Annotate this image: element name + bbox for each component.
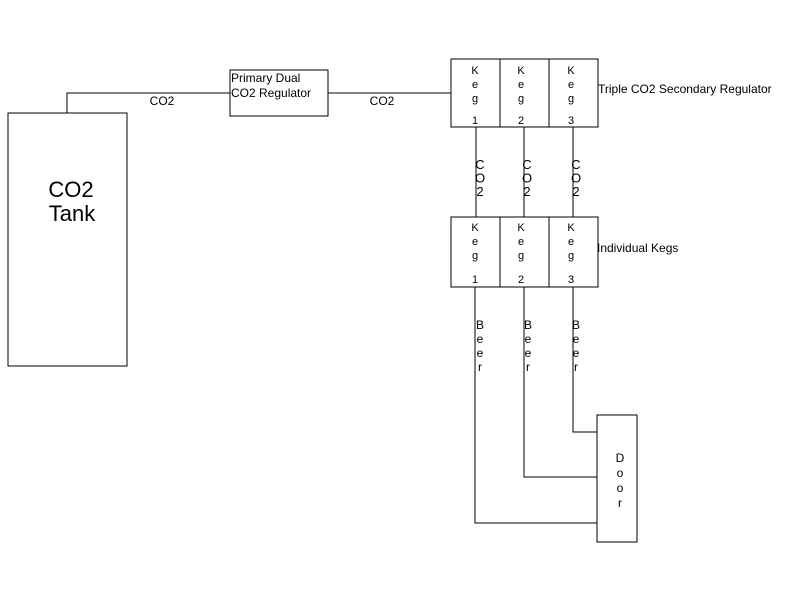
keg-number-2: 2 [518,274,524,286]
secondary-regulator-cell-1 [450,58,501,128]
primary-regulator-box [229,69,329,117]
co2-tank-box [7,112,128,367]
secondary-regulator-keg-number-1: 1 [472,115,478,127]
beer-line-3 [572,287,597,433]
beer-line-1 [474,287,597,524]
primary-regulator-label-line2: CO2 Regulator [231,86,311,100]
beer-line-2 [523,287,597,478]
keg-cell-3 [548,216,599,288]
co2-tank-label-line2: Tank [49,201,96,226]
door-box [596,414,638,543]
keg-number-3: 3 [568,274,574,286]
secondary-regulator-title: Triple CO2 Secondary Regulator [598,82,772,96]
keg-cell-2 [499,216,550,288]
co2-line-tank-to-primary-label: CO2 [150,94,175,108]
co2-line-primary-to-secondary-label: CO2 [370,94,395,108]
primary-regulator-label-line1: Primary Dual [231,71,300,85]
secondary-regulator-keg-number-2: 2 [518,115,524,127]
individual-kegs-title: Individual Kegs [597,241,678,255]
keg-cell-1 [450,216,501,288]
co2-tank: CO2 Tank [7,112,128,367]
co2-tank-label-line1: CO2 [48,177,93,202]
keg-number-1: 1 [472,274,478,286]
primary-regulator: Primary Dual CO2 Regulator [229,69,329,117]
secondary-regulator-keg-number-3: 3 [568,115,574,127]
co2-line-tank-to-primary [66,92,230,113]
secondary-regulator-cell-3 [548,58,599,128]
